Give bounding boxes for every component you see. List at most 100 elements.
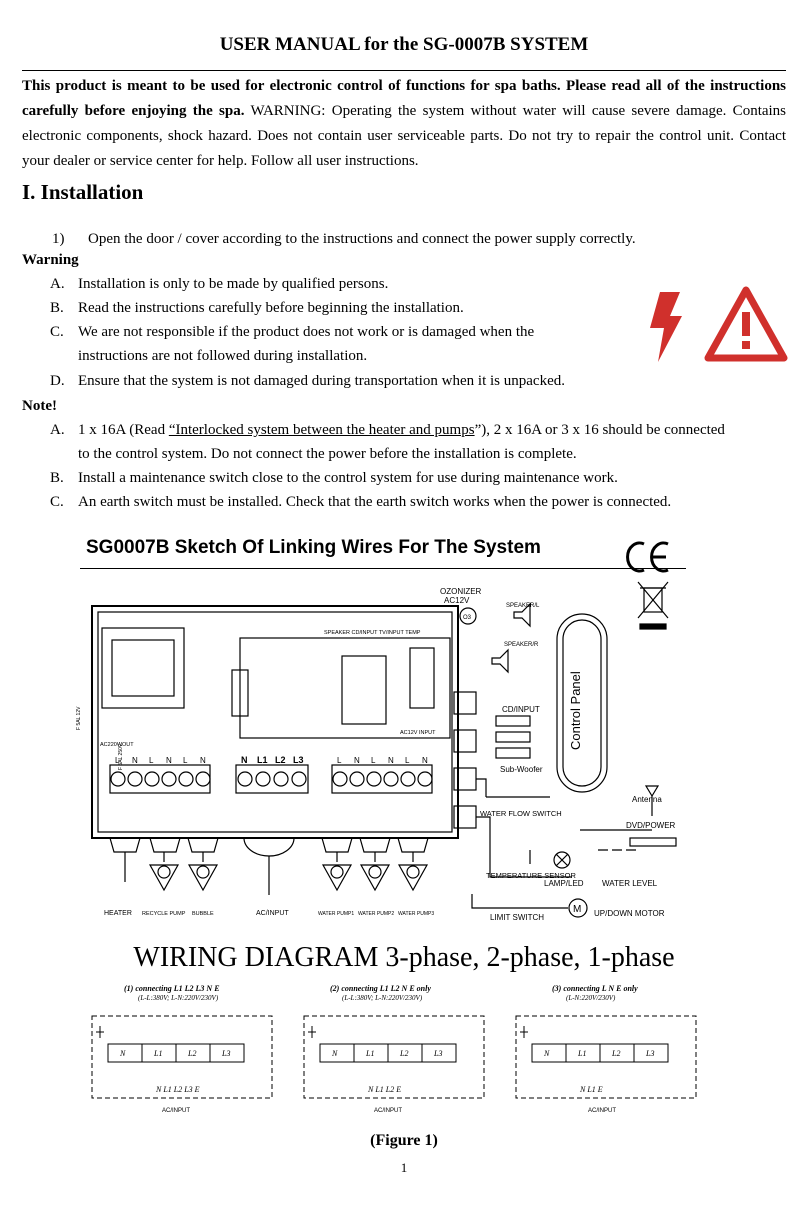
terminal-label: N [200,756,206,765]
wiring-sub: (L-L:380V; L-N:220V/230V) [342,994,423,1002]
interlocked-system-link[interactable]: “Interlocked system between the heater a… [168,422,475,438]
wiring-cell: L2 [187,1049,196,1058]
terminal-label: N [166,756,172,765]
terminal-label: N [388,756,394,765]
note-item-letter: B. [50,470,64,486]
water-pump2-label: WATER PUMP2 [358,911,394,917]
page-number: 1 [400,1160,408,1175]
terminal-label: N [422,756,428,765]
wiring-foot: AC/INPUT [374,1108,402,1114]
terminal-block-right [331,764,433,794]
wiring-cell: N [543,1049,550,1058]
wiring-cell: L3 [645,1049,654,1058]
note-item-text: Install a maintenance switch close to th… [78,470,618,486]
ce-mark-c [626,541,645,573]
ac-input-connector [243,837,295,857]
control-box-outline [91,605,459,839]
installation-heading: I. Installation [22,180,144,204]
exclamation-icon [742,312,750,336]
control-panel-label: Control Panel [568,671,583,750]
transformer [101,627,185,709]
circuit-board [239,637,451,739]
terminal-label: N [132,756,138,765]
wiring-cell: L2 [611,1049,620,1058]
terminal-label: L [115,756,120,765]
intro-warning-label: WARNING: [250,103,326,119]
wiring-sub: (L-N:220V/230V) [566,994,616,1002]
weee-bin-icon [637,581,669,630]
warning-item-text: Installation is only to be made by quali… [78,276,389,292]
warning-item-d: D.Ensure that the system is not damaged … [50,369,565,393]
sub-woofer-label: Sub-Woofer [500,765,543,774]
lightning-bolt-icon [650,292,682,362]
note-a-pre: 1 x 16A (Read [78,422,169,438]
note-heading: Note! [22,398,57,414]
wiring-sketch: OZONIZER AC12V O3 SPEAKER/L SPEAKER/R SP… [76,541,677,922]
terminal-label: L [337,756,342,765]
cd-input-jacks [495,715,531,759]
warning-item-letter: A. [50,276,65,292]
wiring-cell: L1 [153,1049,162,1058]
wiring-diagram-1: (1) connecting L1 L2 L3 N E (L-L:380V; L… [91,984,273,1114]
page-title: USER MANUAL for the SG-0007B SYSTEM [219,34,589,55]
wiring-bottom: N L1 L2 E [367,1085,401,1094]
intro-rest: Operating the system without water will … [22,103,787,169]
cd-input-label: CD/INPUT [502,705,540,714]
ac12v-input-label: AC12V INPUT [400,730,436,736]
note-item-letter: A. [50,422,65,438]
water-pump2-motor [359,864,391,892]
ac-input-label: AC/INPUT [256,910,289,917]
lamp-led-icon [553,851,571,869]
wiring-cell: L3 [221,1049,230,1058]
updown-motor-label: UP/DOWN MOTOR [594,909,665,918]
wiring-diagram-2: (2) connecting L1 L2 N E only (L-L:380V;… [303,984,485,1114]
wiring-cell: N [331,1049,338,1058]
terminal-label: L [149,756,154,765]
warning-item-a: A. Installation is only to be made by qua… [50,272,388,296]
terminal-label: L2 [275,755,286,765]
wiring-cell: L3 [433,1049,442,1058]
limit-switch-label: LIMIT SWITCH [490,913,544,922]
step-1-number: 1) [52,231,65,247]
terminal-label: L3 [293,755,304,765]
title-rule [22,70,786,71]
temperature-sensor-label: TEMPERATURE SENSOR [486,871,576,880]
wiring-caption: (1) connecting L1 L2 L3 N E [124,984,220,993]
wiring-foot: AC/INPUT [162,1108,190,1114]
terminal-block-left [109,764,211,794]
wiring-cell: L2 [399,1049,408,1058]
heater-label: HEATER [104,910,132,917]
note-item-a: A. 1 x 16A (Read “Interlocked system betw… [50,418,725,442]
warning-item-text: Read the instructions carefully before b… [78,300,464,316]
updown-motor-icon [568,898,588,918]
wiring-cell: L1 [577,1049,586,1058]
water-pump3-motor [397,864,429,892]
wiring-foot: AC/INPUT [588,1108,616,1114]
warning-item-text: We are not responsible if the product do… [78,324,535,340]
ac220wout-label: AC220WOUT [100,742,134,748]
antenna-icon [580,785,660,831]
note-a-post: ”), 2 x 16A or 3 x 16 should be connecte… [474,422,725,438]
antenna-label: Antenna [632,795,662,804]
ozonizer-voltage: AC12V [444,596,470,605]
note-item-text: An earth switch must be installed. Check… [78,494,672,510]
warning-item-b: B.Read the instructions carefully before… [50,296,464,320]
wiring-diagram-title: WIRING DIAGRAM 3-phase, 2-phase, 1-phase [133,942,675,973]
water-level-label: WATER LEVEL [602,879,658,888]
wiring-caption: (2) connecting L1 L2 N E only [330,984,431,993]
wiring-diagrams: (1) connecting L1 L2 L3 N E (L-L:380V; L… [91,984,697,1114]
terminal-label: L [405,756,410,765]
ozonizer-label: OZONIZER [440,587,482,596]
ozonizer-icon [459,607,477,625]
sketch-rule [80,568,686,569]
speaker-left-icon [513,602,531,628]
lamp-led-label: LAMP/LED [544,879,584,888]
intro-paragraph: This product is meant to be used for ele… [22,74,786,174]
note-item-c: C.An earth switch must be installed. Che… [50,490,671,514]
terminal-label: L [371,756,376,765]
wiring-caption: (3) connecting L N E only [552,984,638,993]
electric-hazard-warning-icon [650,286,788,362]
speaker-r-label: SPEAKER/R [504,642,539,648]
figure-caption: (Figure 1) [370,1132,438,1149]
warning-heading: Warning [22,252,79,268]
